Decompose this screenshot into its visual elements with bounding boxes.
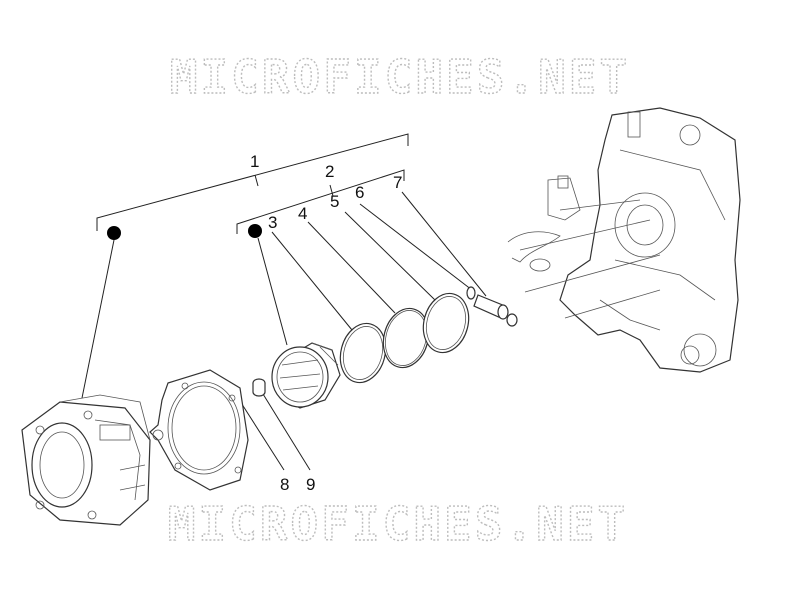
bracket-group-1 — [96, 133, 409, 231]
piston-rings — [339, 292, 470, 384]
callout-7: 7 — [393, 173, 402, 192]
leader-lines — [81, 191, 487, 471]
callout-5: 5 — [330, 192, 339, 211]
set-marker-dot-1 — [107, 226, 121, 240]
callout-8: 8 — [280, 475, 289, 494]
callout-9: 9 — [306, 475, 315, 494]
bracket-group-2 — [236, 169, 405, 234]
callout-1: 1 — [250, 152, 259, 171]
cylinder-block — [21, 394, 151, 526]
watermark-bottom: MICROFICHES.NET — [168, 497, 628, 551]
callout-2: 2 — [325, 162, 334, 181]
centering-dowel — [252, 378, 266, 397]
callout-4: 4 — [298, 204, 307, 223]
callout-6: 6 — [355, 183, 364, 202]
callout-3: 3 — [268, 213, 277, 232]
piston-pin-and-clips — [466, 286, 518, 327]
base-gasket — [149, 369, 249, 491]
set-marker-dot-2 — [248, 224, 262, 238]
piston — [271, 342, 341, 409]
watermark-top: MICROFICHES.NET — [170, 50, 630, 104]
engine-crankcase — [507, 107, 741, 373]
